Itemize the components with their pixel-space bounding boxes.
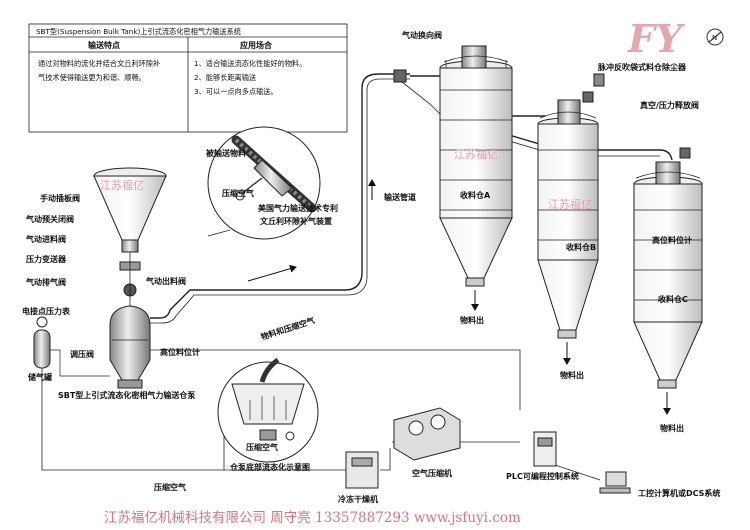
info-table: SBT型(Suspension Bulk Tank)上引式流态化密相气力输送系统… bbox=[28, 23, 348, 133]
label-gas-tank: 储气罐 bbox=[27, 372, 52, 382]
table-col2-item2: 2、能够长距离输送 bbox=[194, 73, 256, 82]
label-out-b: 物料出 bbox=[560, 370, 584, 380]
logo-text: FY bbox=[627, 16, 686, 61]
label-silo-a: 收料仓A bbox=[460, 190, 491, 200]
pressure-tank bbox=[109, 305, 151, 389]
label-patent-line1: 美国气力输送技术专利 bbox=[258, 203, 338, 213]
label-high-level: 高位料位计 bbox=[652, 235, 692, 245]
label-out-a: 物料出 bbox=[460, 315, 484, 325]
table-col2-item3: 3、可以一点向多点输送。 bbox=[194, 87, 278, 96]
label-pre-valve: 气动预关闭阀 bbox=[25, 214, 74, 224]
table-col2-header: 应用场合 bbox=[240, 40, 273, 50]
watermark-2: 江苏福亿 bbox=[454, 147, 498, 161]
label-reg-valve: 调压阀 bbox=[70, 349, 94, 359]
silo-outlets bbox=[471, 290, 671, 415]
feed-hopper bbox=[93, 167, 167, 310]
label-out-c: 物料出 bbox=[660, 423, 684, 433]
label-comp-air-bottom: 压缩空气 bbox=[154, 482, 186, 492]
svg-text:N: N bbox=[712, 34, 717, 42]
label-dust-collector: 脉冲反吹袋式料仓除尘器 bbox=[597, 62, 687, 72]
silo-a-rings bbox=[440, 89, 512, 211]
silo-a bbox=[439, 45, 513, 287]
label-silo-c: 收料仓C bbox=[658, 294, 688, 304]
computer bbox=[599, 471, 631, 494]
plc-cabinet bbox=[533, 431, 557, 467]
label-dryer: 冷冻干燥机 bbox=[338, 494, 378, 504]
table-col1-header: 输送特点 bbox=[88, 40, 120, 50]
label-compressor: 空气压缩机 bbox=[412, 468, 452, 478]
label-high-level-small: 高位料位计 bbox=[160, 347, 200, 357]
venturi-detail bbox=[207, 126, 321, 240]
label-patent-line2: 文丘利环隙补气装置 bbox=[260, 216, 332, 226]
fluid-detail bbox=[217, 357, 319, 463]
label-vac-valve: 真空/压力释放阀 bbox=[640, 100, 699, 110]
label-flow: 物料和压缩空气 bbox=[260, 315, 316, 342]
table-col1-line1: 通过对物料的流化并结合文丘利环隙补 bbox=[38, 59, 160, 68]
label-silo-b: 收料仓B bbox=[566, 242, 596, 252]
vac-valve-icons bbox=[582, 73, 691, 159]
footer: 江苏福亿机械科技有限公司 周守亮 13357887293 www.jsfuyi.… bbox=[104, 509, 521, 526]
label-fluid-caption: 仓泵底部流态化示意图 bbox=[229, 462, 310, 472]
label-fluid-air: 压缩空气 bbox=[246, 442, 278, 452]
label-tank-caption: SBT型上引式流态化密相气力输送仓泵 bbox=[58, 390, 195, 400]
label-feed-valve: 气动进料阀 bbox=[25, 234, 66, 244]
table-title: SBT型(Suspension Bulk Tank)上引式流态化密相气力输送系统 bbox=[36, 27, 241, 36]
watermarks: 江苏福亿 江苏福亿 江苏福亿 bbox=[100, 147, 592, 211]
gas-tank bbox=[33, 316, 110, 377]
label-pressure-tx: 压力变送器 bbox=[26, 254, 67, 264]
air-compressor bbox=[393, 407, 461, 461]
table-col1-line2: 气技术使得输送更为和谐、顺畅。 bbox=[38, 73, 146, 82]
label-diverter: 气动换向阀 bbox=[401, 30, 442, 40]
label-plc: PLC可编程控制系统 bbox=[506, 471, 579, 481]
label-pipe: 输送管道 bbox=[384, 192, 416, 202]
watermark-3: 江苏福亿 bbox=[548, 197, 592, 211]
label-contact-meter: 电接点压力表 bbox=[22, 306, 71, 316]
flow-arrows bbox=[247, 179, 376, 282]
diverter-valve bbox=[393, 69, 407, 83]
label-computer: 工控计算机或DCS系统 bbox=[638, 488, 720, 498]
label-vent-valve: 气动排气阀 bbox=[25, 277, 66, 287]
watermark-1: 江苏福亿 bbox=[100, 178, 144, 192]
label-comp-air-detail: 压缩空气 bbox=[222, 188, 254, 198]
label-material: 被输送物料 bbox=[206, 148, 246, 158]
silo-c bbox=[633, 161, 703, 389]
label-out-valve: 气动出料阀 bbox=[145, 276, 186, 286]
fy-logo: FY N bbox=[627, 16, 724, 61]
table-col2-item1: 1、适合输送流态化性能好的物料。 bbox=[194, 59, 306, 68]
dryer bbox=[345, 451, 379, 489]
fluid-arrows bbox=[249, 396, 287, 420]
label-manual-valve: 手动插板阀 bbox=[40, 193, 80, 203]
silo-b bbox=[537, 99, 599, 339]
